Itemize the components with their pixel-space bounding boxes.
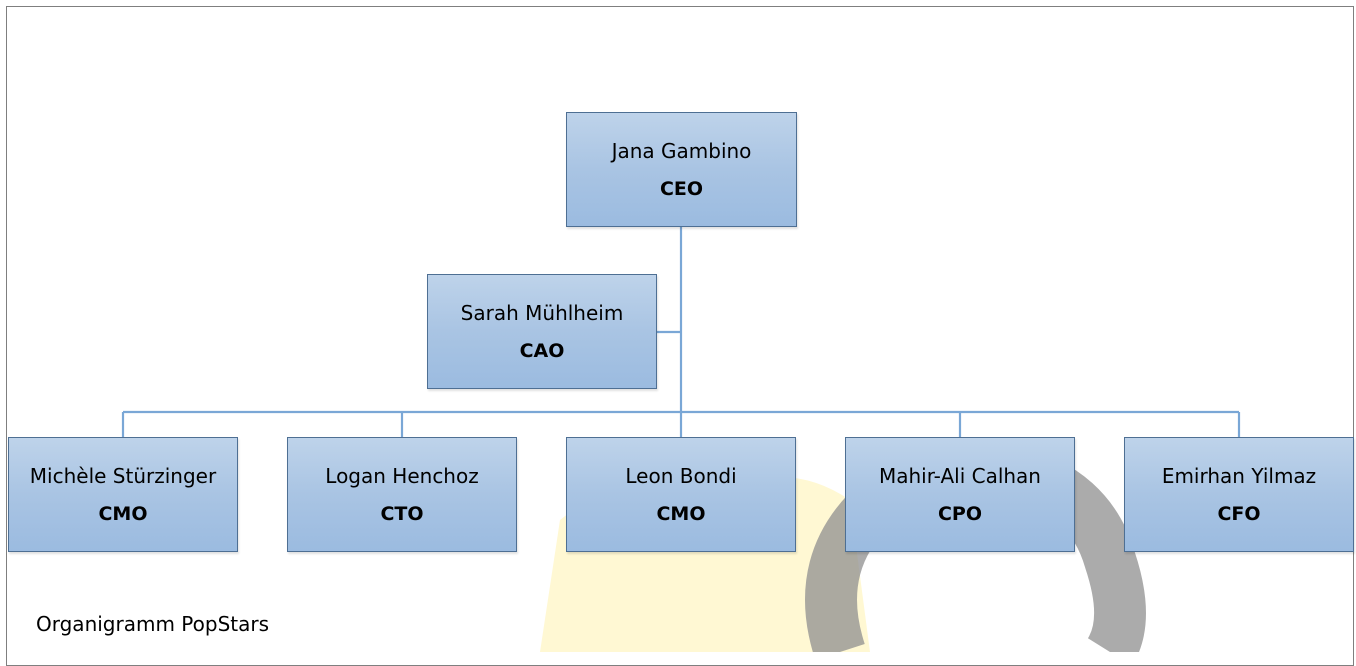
- org-node-report-1: Michèle Stürzinger CMO: [8, 437, 238, 552]
- node-role: CPO: [937, 502, 983, 525]
- node-name: Leon Bondi: [625, 463, 737, 488]
- org-node-root: Jana Gambino CEO: [566, 112, 797, 227]
- node-role: CMO: [656, 502, 706, 525]
- org-connectors: [121, 227, 1241, 437]
- org-node-assistant: Sarah Mühlheim CAO: [427, 274, 657, 389]
- node-name: Jana Gambino: [611, 138, 752, 163]
- node-role: CTO: [380, 502, 424, 525]
- node-name: Sarah Mühlheim: [460, 300, 624, 325]
- node-role: CMO: [98, 502, 148, 525]
- chart-caption: Organigramm PopStars: [36, 612, 270, 636]
- node-role: CEO: [659, 177, 704, 200]
- node-name: Mahir-Ali Calhan: [878, 463, 1041, 488]
- node-name: Logan Henchoz: [325, 463, 479, 488]
- node-role: CFO: [1217, 502, 1261, 525]
- org-node-report-3: Leon Bondi CMO: [566, 437, 796, 552]
- org-node-report-5: Emirhan Yilmaz CFO: [1124, 437, 1354, 552]
- org-node-report-4: Mahir-Ali Calhan CPO: [845, 437, 1075, 552]
- node-name: Michèle Stürzinger: [29, 463, 217, 488]
- node-name: Emirhan Yilmaz: [1161, 463, 1317, 488]
- org-node-report-2: Logan Henchoz CTO: [287, 437, 517, 552]
- node-role: CAO: [519, 339, 565, 362]
